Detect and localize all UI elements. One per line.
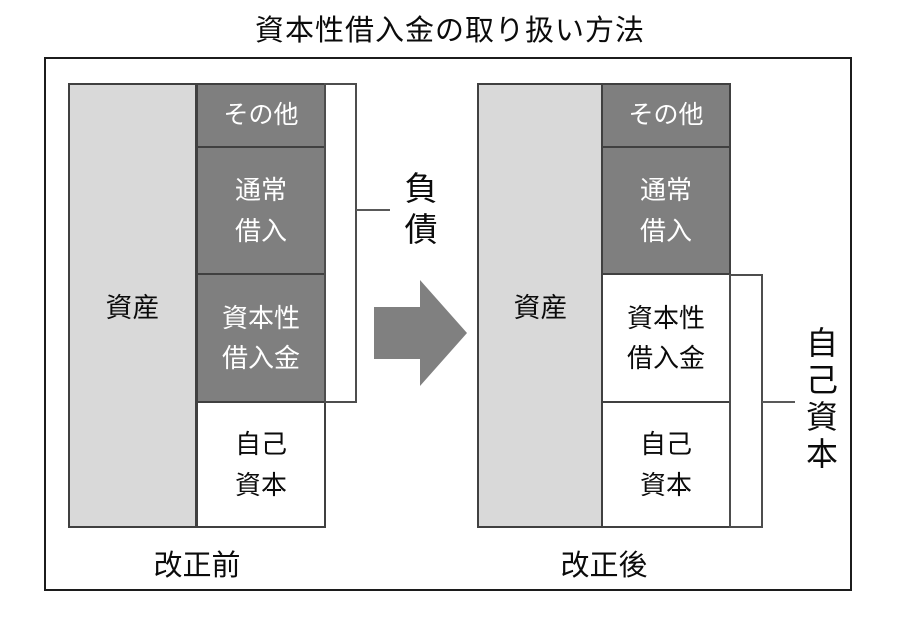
right-block-arrow-icon: [374, 280, 467, 386]
before-caption: 改正前: [153, 550, 241, 582]
after-block-equity: 自己 資本: [603, 401, 729, 526]
after-caption: 改正後: [560, 550, 648, 582]
before-asset-block: 資産: [68, 83, 197, 528]
after-block-capital-loan: 資本性 借入金: [603, 273, 729, 401]
diagram-title: 資本性借入金の取り扱い方法: [254, 15, 645, 47]
arrow-shape: [374, 280, 467, 386]
before-block-equity: 自己 資本: [198, 401, 324, 526]
before-block-capital-loan: 資本性 借入金: [198, 273, 324, 401]
before-bracket-label: 負債: [400, 171, 437, 253]
after-bracket-tick: [762, 401, 795, 403]
before-block-other: その他: [198, 85, 324, 146]
after-liability-stack: その他 通常 借入 資本性 借入金 自己 資本: [601, 83, 731, 528]
before-liability-stack: その他 通常 借入 資本性 借入金 自己 資本: [196, 83, 326, 528]
after-bracket-label: 自己資本: [802, 326, 838, 474]
after-block-other: その他: [603, 85, 729, 146]
after-asset-label: 資産: [513, 293, 568, 323]
before-bracket-tick: [356, 209, 390, 211]
before-liability-bracket: [324, 83, 357, 403]
before-block-normal-loan: 通常 借入: [198, 146, 324, 273]
before-asset-label: 資産: [105, 293, 160, 323]
after-asset-block: 資産: [477, 83, 604, 528]
after-block-normal-loan: 通常 借入: [603, 146, 729, 273]
after-equity-bracket: [729, 274, 763, 528]
